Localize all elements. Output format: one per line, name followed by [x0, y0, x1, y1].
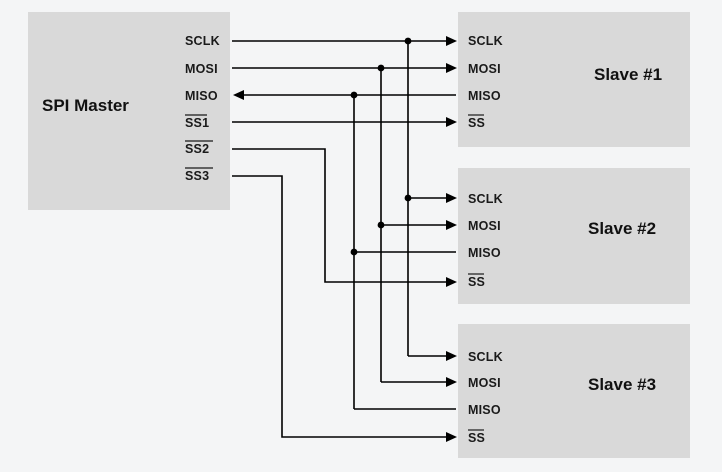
junction-sclk — [404, 37, 412, 45]
master-pin-ss2: SS2 — [185, 142, 209, 156]
arrow-mosi-slave-2 — [446, 220, 457, 230]
junction-miso-slave-2 — [350, 248, 358, 256]
slave-2-title: Slave #2 — [588, 219, 656, 238]
arrow-ss2-slave-2 — [446, 277, 457, 287]
arrow-miso-master — [233, 90, 244, 100]
slave-2-pin-miso: MISO — [468, 246, 501, 260]
slave-1-pin-miso: MISO — [468, 89, 501, 103]
arrow-mosi-slave-3 — [446, 377, 457, 387]
slave-2-block — [458, 168, 690, 304]
slave-3-block — [458, 324, 690, 458]
slave-3-pin-sclk: SCLK — [468, 350, 503, 364]
slave-3-pin-mosi: MOSI — [468, 376, 501, 390]
junction-sclk-slave-2 — [404, 194, 412, 202]
slave-2-pin-ss: SS — [468, 275, 485, 289]
arrow-mosi-slave-1 — [446, 63, 457, 73]
master-pin-mosi: MOSI — [185, 62, 218, 76]
master-pin-ss1: SS1 — [185, 116, 209, 130]
junction-miso — [350, 91, 358, 99]
slave-1-pin-mosi: MOSI — [468, 62, 501, 76]
junction-mosi-slave-2 — [377, 221, 385, 229]
arrow-sclk-slave-3 — [446, 351, 457, 361]
arrow-ss3-slave-3 — [446, 432, 457, 442]
master-pin-ss3: SS3 — [185, 169, 209, 183]
slave-1-pin-ss: SS — [468, 116, 485, 130]
spi-master-title: SPI Master — [42, 96, 129, 115]
slave-1-pin-sclk: SCLK — [468, 34, 503, 48]
slave-1-title: Slave #1 — [594, 65, 662, 84]
master-pin-sclk: SCLK — [185, 34, 220, 48]
slave-1-block — [458, 12, 690, 147]
wire-ss3 — [232, 175, 446, 438]
slave-3-pin-miso: MISO — [468, 403, 501, 417]
arrow-ss1-slave-1 — [446, 117, 457, 127]
arrow-sclk-slave-2 — [446, 193, 457, 203]
junction-mosi — [377, 64, 385, 72]
spi-master-block — [28, 12, 230, 210]
arrow-sclk-slave-1 — [446, 36, 457, 46]
slave-3-title: Slave #3 — [588, 375, 656, 394]
slave-2-pin-sclk: SCLK — [468, 192, 503, 206]
slave-2-pin-mosi: MOSI — [468, 219, 501, 233]
master-pin-miso: MISO — [185, 89, 218, 103]
slave-3-pin-ss: SS — [468, 431, 485, 445]
wire-ss2 — [232, 148, 446, 283]
